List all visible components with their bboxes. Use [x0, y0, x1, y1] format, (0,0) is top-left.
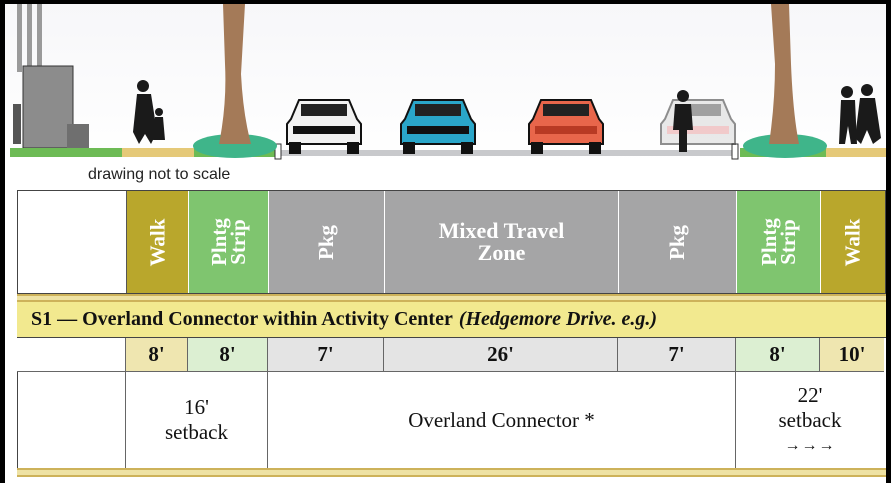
car-gray-icon	[660, 99, 736, 145]
car-blue-icon	[400, 99, 476, 154]
lane-label: Plntg Strip	[756, 218, 800, 266]
width-parking-left: 7'	[267, 338, 383, 372]
curb-right-icon	[731, 143, 739, 160]
section-title: S1 — Overland Connector within Activity …	[17, 302, 886, 338]
section-title-example: (Hedgemore Drive. e.g.)	[458, 308, 658, 330]
planting-ground-left	[10, 148, 122, 157]
right-setback-label: setback	[778, 407, 842, 432]
right-setback-zone: 22' setback →→→	[735, 372, 884, 468]
roadway-surface	[276, 150, 736, 156]
walk-ground-right	[826, 148, 886, 157]
lane-walk-right: Walk	[820, 191, 885, 293]
width-walk-right: 10'	[819, 338, 884, 372]
lane-planting-right: Plntg Strip	[736, 191, 820, 293]
lane-label: Pkg	[664, 224, 689, 260]
width-parking-right: 7'	[617, 338, 735, 372]
section-title-main: S1 — Overland Connector within Activity …	[31, 308, 453, 330]
divider-bottom	[17, 468, 886, 477]
car-red-icon	[528, 99, 604, 154]
tree-left-icon	[193, 4, 277, 158]
width-planting-right: 8'	[735, 338, 819, 372]
curb-left-icon	[274, 143, 282, 160]
lane-walk-left: Walk	[126, 191, 188, 293]
lane-label: Walk	[144, 218, 169, 266]
lane-label: Pkg	[313, 224, 338, 260]
lane-band: Walk Plntg Strip Pkg Mixed Travel Zone P…	[17, 190, 886, 294]
lane-label: Plntg Strip	[206, 218, 250, 266]
lane-label: Mixed Travel Zone	[438, 218, 565, 265]
lane-blank	[18, 191, 126, 293]
left-setback-value: 16'	[184, 395, 209, 419]
lane-parking-right: Pkg	[618, 191, 736, 293]
zone-row: 16' setback Overland Connector * 22' set…	[17, 372, 886, 468]
left-setback-label: setback	[165, 420, 228, 444]
divider-top	[17, 294, 886, 302]
pedestrians-right-icon	[839, 84, 881, 144]
scale-note: drawing not to scale	[88, 166, 231, 183]
tree-right-icon	[743, 4, 827, 158]
walk-ground-left	[122, 148, 194, 157]
left-setback-zone: 16' setback	[125, 372, 267, 468]
width-planting-left: 8'	[187, 338, 267, 372]
width-walk-left: 8'	[125, 338, 187, 372]
arrows-icon: →→→	[784, 436, 836, 454]
lane-parking-left: Pkg	[268, 191, 384, 293]
width-mixed-travel: 26'	[383, 338, 617, 372]
cyclist-icon	[673, 90, 693, 152]
lane-planting-left: Plntg Strip	[188, 191, 268, 293]
building-icon	[13, 4, 89, 149]
width-row: 8' 8' 7' 26' 7' 8' 10'	[17, 338, 886, 372]
overland-connector-zone: Overland Connector *	[267, 372, 735, 468]
lane-mixed-travel: Mixed Travel Zone	[384, 191, 618, 293]
overland-connector-label: Overland Connector *	[408, 407, 595, 432]
pedestrian-left-icon	[133, 80, 165, 144]
car-white-icon	[286, 99, 362, 154]
lane-label: Walk	[840, 218, 865, 266]
right-setback-value: 22'	[797, 382, 823, 407]
street-section-illustration	[5, 4, 886, 164]
